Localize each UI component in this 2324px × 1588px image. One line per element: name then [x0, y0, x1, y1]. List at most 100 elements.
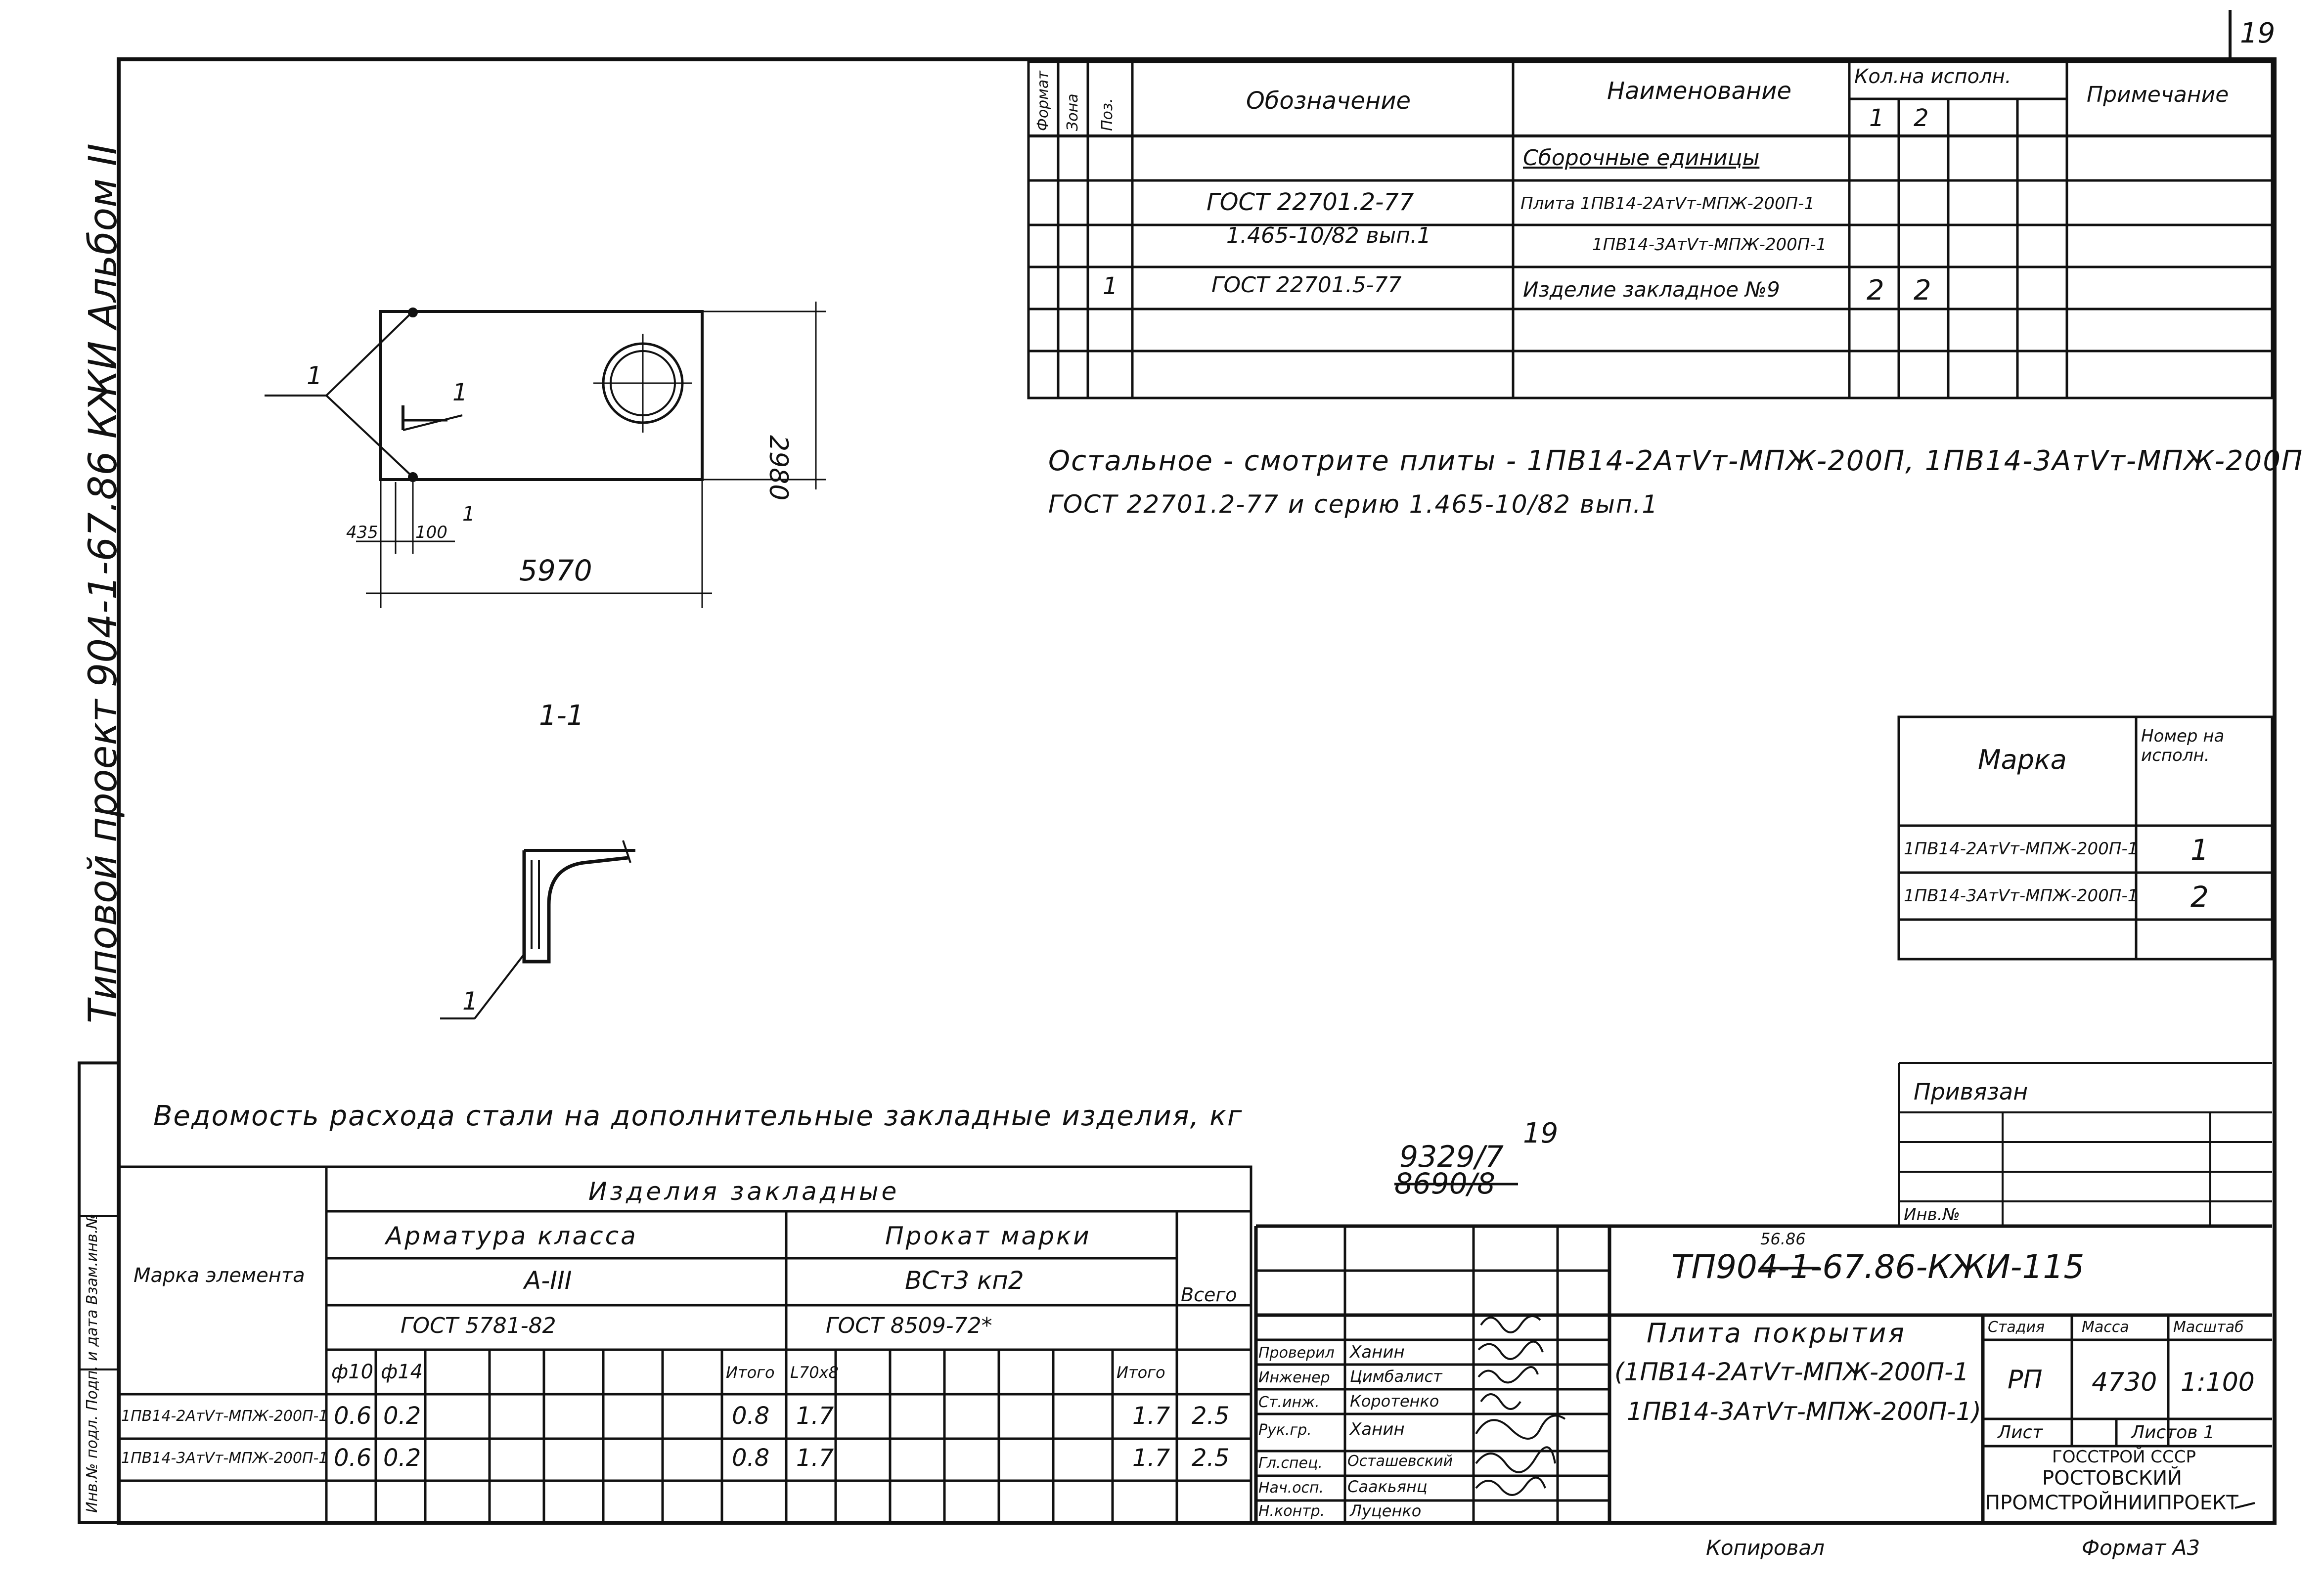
title-scale: 1:100	[2181, 1367, 2255, 1397]
signer-name-6: Саакьянц	[1347, 1477, 1428, 1496]
marks-row1-number: 1	[2190, 833, 2209, 867]
signer-name-5: Осташевский	[1347, 1453, 1453, 1470]
part-label-1: 1	[452, 379, 468, 406]
spec-header-name: Наименование	[1607, 77, 1792, 105]
steel-title: Ведомость расхода стали на дополнительны…	[153, 1100, 1243, 1132]
steel-col-itogo-1: Итого	[726, 1363, 775, 1382]
marks-row2-number: 2	[2190, 880, 2209, 914]
steel-row1-d14: 0.2	[383, 1402, 421, 1430]
steel-head-element: Марка элемента	[134, 1264, 305, 1287]
document-code-struck: 56.86	[1760, 1230, 1806, 1248]
steel-row2-total: 2.5	[1192, 1444, 1230, 1472]
dimension-width: 5970	[519, 554, 592, 587]
spec-header-qty: Кол.на исполн.	[1854, 65, 2011, 88]
steel-row2-sum2: 1.7	[1132, 1444, 1170, 1472]
inventory-box-label: Инв.№ подл. Подп. и дата Взам.инв.№	[84, 1213, 101, 1513]
title-scale-header: Масштаб	[2173, 1319, 2244, 1336]
footer-copied: Копировал	[1706, 1536, 1825, 1560]
sheet-number: 19	[2240, 17, 2276, 49]
steel-row2-sum1: 0.8	[732, 1444, 770, 1472]
steel-rebar-class: А-III	[524, 1266, 572, 1295]
title-stage: РП	[2008, 1365, 2043, 1395]
note-line-1: Остальное - смотрите плиты - 1ПВ14-2АтVт…	[1048, 445, 2304, 477]
steel-col-d10: ф10	[331, 1361, 374, 1383]
title-sheets-header: Листов 1	[2131, 1422, 2215, 1443]
binding-number-a: 9329/7	[1399, 1140, 1504, 1174]
section-leader-label-1: 1	[462, 987, 478, 1015]
binding-inventory: Инв.№	[1904, 1205, 1960, 1225]
title-mass: 4730	[2092, 1367, 2157, 1397]
steel-head-total: Всего	[1181, 1284, 1237, 1306]
steel-row2-d14: 0.2	[383, 1444, 421, 1472]
steel-col-angle: L70x8	[790, 1363, 839, 1382]
steel-row1-d10: 0.6	[334, 1402, 372, 1430]
spec-row2-name: 1ПВ14-3АтVт-МПЖ-200П-1	[1592, 235, 1827, 255]
spec-header-pos: Поз.	[1099, 98, 1116, 131]
note-line-2: ГОСТ 22701.2-77 и серию 1.465-10/82 вып.…	[1048, 490, 1659, 519]
title-mass-header: Масса	[2082, 1319, 2129, 1336]
org-line3: ПРОМСТРОЙНИИПРОЕКТ	[1985, 1492, 2238, 1514]
footer-format: Формат А3	[2082, 1536, 2200, 1560]
signer-role-4: Рук.гр.	[1258, 1421, 1312, 1439]
steel-row2-mark: 1ПВ14-3АтVт-МПЖ-200П-1	[121, 1450, 328, 1467]
steel-col-d14: ф14	[381, 1361, 423, 1383]
signer-name-2: Цимбалист	[1350, 1367, 1442, 1386]
spec-header-designation: Обозначение	[1246, 87, 1411, 115]
marks-row1-mark: 1ПВ14-2АтVт-МПЖ-200П-1	[1904, 839, 2139, 859]
steel-rolled-grade: ВСт3 кп2	[905, 1266, 1024, 1295]
steel-head-items: Изделия закладные	[588, 1177, 900, 1206]
steel-rebar-gost: ГОСТ 5781-82	[401, 1313, 556, 1338]
title-stage-header: Стадия	[1988, 1319, 2045, 1336]
signer-name-1: Ханин	[1350, 1342, 1405, 1362]
spec-header-note: Примечание	[2087, 82, 2229, 107]
steel-row1-mark: 1ПВ14-2АтVт-МПЖ-200П-1	[121, 1408, 328, 1425]
spec-header-qty1: 1	[1869, 104, 1884, 132]
signer-role-5: Гл.спец.	[1258, 1455, 1323, 1472]
steel-row1-angle: 1.7	[796, 1402, 834, 1430]
signer-name-7: Луценко	[1350, 1501, 1422, 1520]
steel-row2-angle: 1.7	[796, 1444, 834, 1472]
spec-header-zone: Зона	[1064, 93, 1081, 131]
title-name-line2: (1ПВ14-2АтVт-МПЖ-200П-1	[1614, 1358, 1969, 1386]
binding-title: Привязан	[1914, 1078, 2028, 1105]
binding-number-c: 8690/8	[1394, 1167, 1496, 1200]
spec-row3-qty2: 2	[1914, 274, 1931, 307]
marks-row2-mark: 1ПВ14-3АтVт-МПЖ-200П-1	[1904, 886, 2139, 906]
steel-row1-total: 2.5	[1192, 1402, 1230, 1430]
spec-row3-name: Изделие закладное №9	[1523, 277, 1780, 302]
spec-row3-pos: 1	[1103, 272, 1118, 300]
steel-row2-d10: 0.6	[334, 1444, 372, 1472]
section-label: 1-1	[539, 700, 584, 732]
dimension-435: 435	[346, 523, 378, 542]
spec-row1-designation: ГОСТ 22701.2-77	[1207, 188, 1414, 216]
spec-row2-designation: 1.465-10/82 вып.1	[1226, 223, 1431, 248]
spec-row1-name: Плита 1ПВ14-2АтVт-МПЖ-200П-1	[1520, 194, 1815, 214]
signer-role-6: Нач.осп.	[1258, 1479, 1324, 1497]
title-name-line1: Плита покрытия	[1647, 1318, 1906, 1349]
spec-row3-qty1: 2	[1867, 274, 1884, 307]
steel-head-rebar: Арматура класса	[386, 1222, 638, 1250]
dim-leader-label-1: 1	[462, 503, 475, 526]
steel-col-itogo-2: Итого	[1117, 1363, 1165, 1382]
marks-header-mark: Марка	[1978, 744, 2067, 775]
leader-label-1: 1	[307, 361, 322, 390]
dimension-height: 2980	[763, 435, 793, 501]
signer-name-4: Ханин	[1350, 1419, 1405, 1439]
steel-head-rolled: Прокат марки	[885, 1222, 1091, 1250]
org-line2: РОСТОВСКИЙ	[2042, 1467, 2183, 1490]
steel-row1-sum2: 1.7	[1132, 1402, 1170, 1430]
signer-role-1: Проверил	[1258, 1344, 1335, 1362]
spec-section-title: Сборочные единицы	[1523, 145, 1760, 171]
signer-role-3: Ст.инж.	[1258, 1394, 1320, 1411]
spec-row3-designation: ГОСТ 22701.5-77	[1211, 272, 1402, 298]
document-code: ТП904-1-67.86-КЖИ-115	[1671, 1248, 2085, 1286]
org-line1: ГОССТРОЙ СССР	[2052, 1447, 2196, 1467]
project-stamp: Типовой проект 904-1-67.86 КЖИ Альбом II	[81, 143, 126, 1023]
title-sheet-header: Лист	[1998, 1422, 2043, 1443]
signer-name-3: Коротенко	[1350, 1392, 1439, 1411]
marks-header-number: Номер на исполн.	[2141, 726, 2225, 766]
dimension-100: 100	[415, 523, 447, 542]
signer-role-7: Н.контр.	[1258, 1502, 1325, 1520]
